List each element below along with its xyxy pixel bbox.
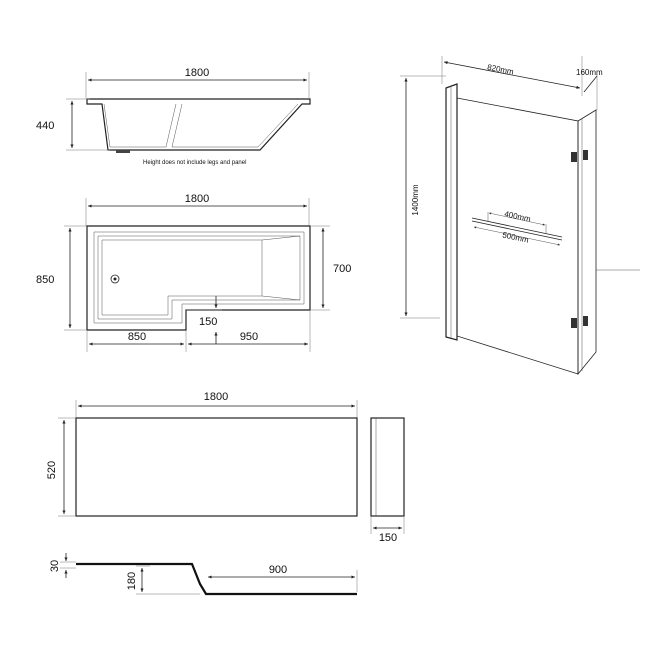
profile-step-label: 180 [126,572,138,590]
front-panel-rect [75,417,358,517]
side-length-label: 1800 [185,67,209,79]
plan-length-label: 1800 [185,193,209,205]
panel-profile-line [76,562,357,596]
waste-outlet [116,150,130,153]
screen-height-label: 1400mm [411,184,420,215]
profile-top-label: 30 [49,560,61,572]
shower-screen-view: 820mm 160mm 1400mm 400mm 500mm [400,56,640,376]
panel-height-label: 520 [46,461,58,479]
top-hinge [571,152,577,162]
panel-length-label: 1800 [204,391,228,403]
panel-depth-label: 150 [379,532,397,544]
bottom-hinge [571,318,577,328]
plan-width-label: 850 [36,274,54,286]
end-panel-rect [370,417,405,517]
screen-return-label: 160mm [576,68,603,77]
panel-profile-view: 30 180 900 [49,553,358,596]
plan-narrow-width-label: 700 [333,263,351,275]
plan-right-section-label: 950 [240,331,258,343]
bath-plan-outline [86,225,311,331]
side-height-label: 440 [36,120,54,132]
screen-width-dimension-line [443,61,581,89]
wall-profile [445,83,458,341]
bath-side-view: 1800 440 Height does not include legs an… [36,67,311,166]
waste-circle [110,274,120,284]
profile-bottom-label: 900 [269,564,287,576]
plan-left-section-label: 850 [128,331,146,343]
screen-width-label: 820mm [487,63,515,77]
height-note: Height does not include legs and panel [143,160,246,166]
front-panel-view: 1800 520 150 [46,391,405,544]
plan-step-label: 150 [199,316,217,328]
rail-inner-label: 400mm [504,209,532,223]
return-panel [577,109,597,376]
bath-plan-view: 1800 850 700 150 850 950 [36,193,351,352]
bath-side-outline [86,98,311,151]
